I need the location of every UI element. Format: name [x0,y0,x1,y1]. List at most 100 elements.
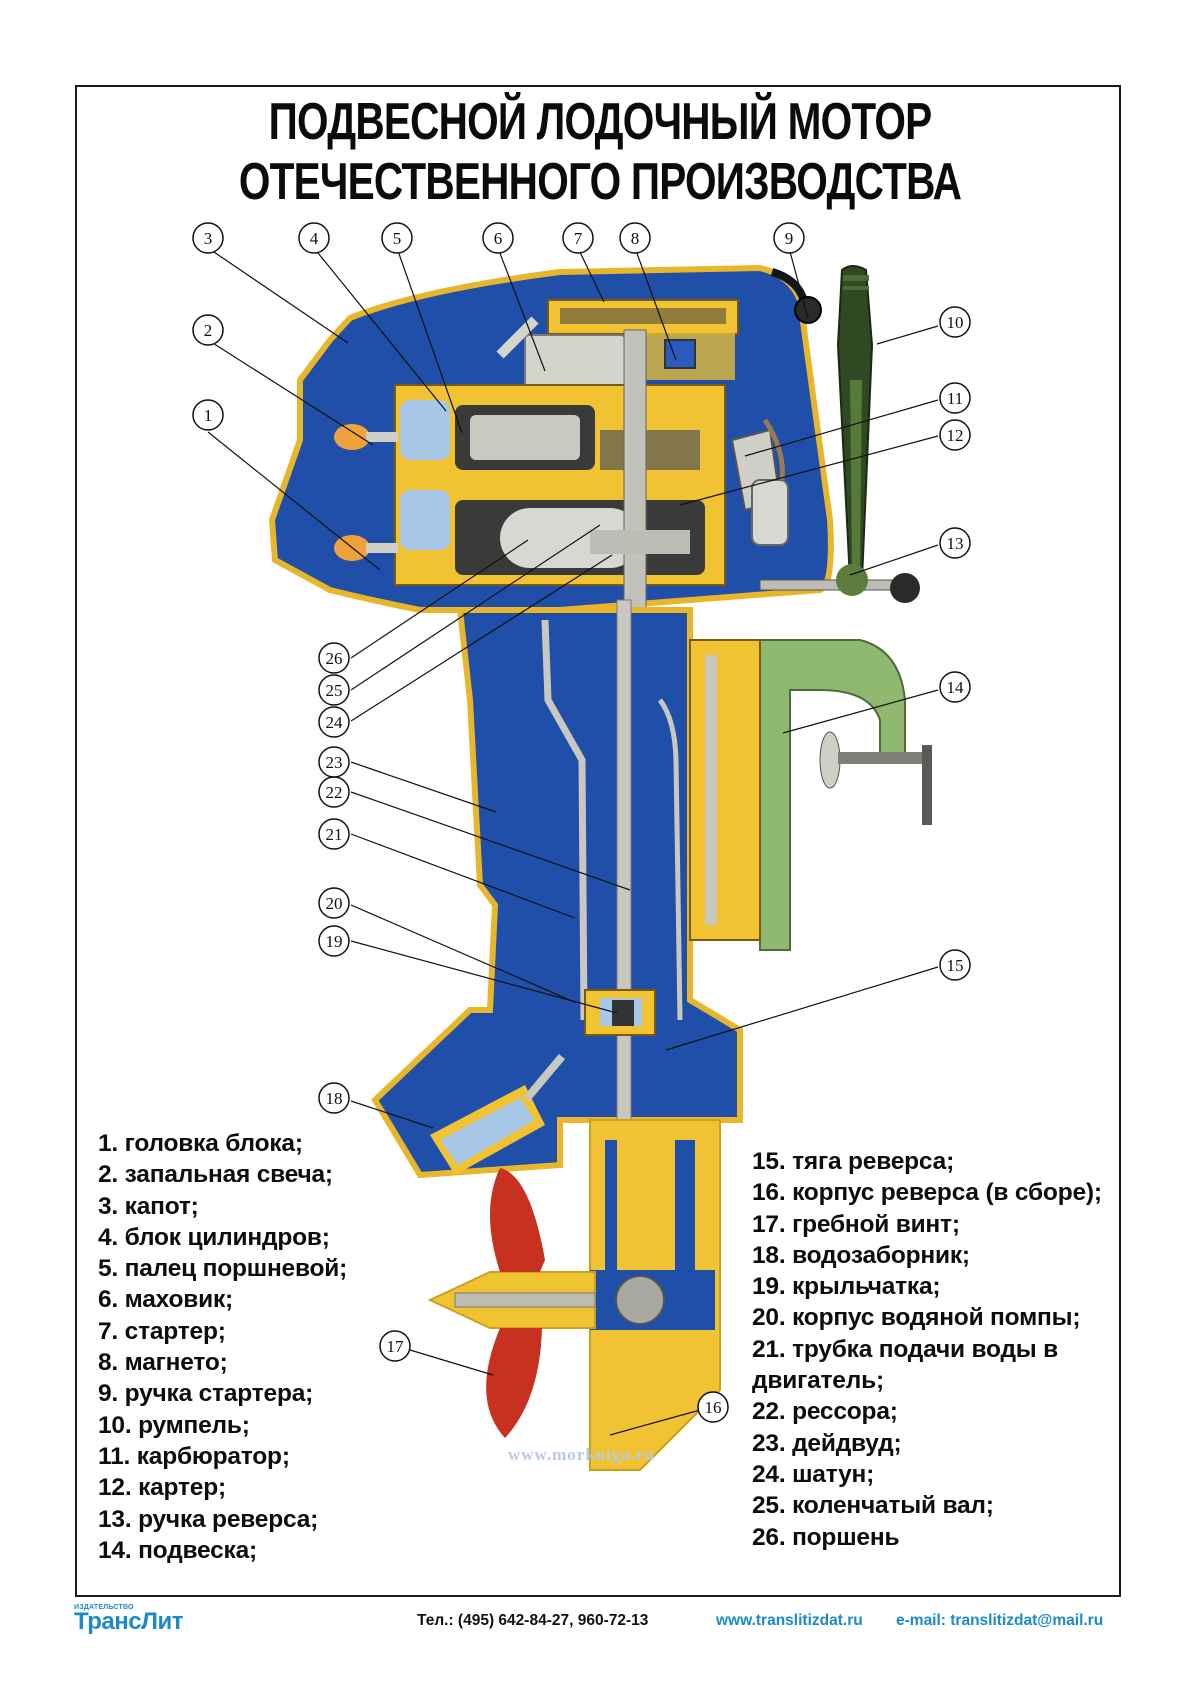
callout-circle [939,382,971,414]
callout-number: 26 [326,649,343,668]
callout-circle [192,399,224,431]
callout-circle [318,674,350,706]
legend-item: 3. капот; [98,1192,199,1220]
legend-item: 7. стартер; [98,1317,226,1345]
footer-website-link[interactable]: www.translitizdat.ru [716,1612,863,1629]
callout-circle [318,1082,350,1114]
callout-circle [939,949,971,981]
callout-number: 23 [326,753,343,772]
callout-marker-11: 11 [939,382,971,414]
callout-number: 2 [204,321,213,340]
legend-item: 16. корпус реверса (в сборе); [752,1179,1102,1207]
callout-circle [192,222,224,254]
callout-number: 8 [631,229,640,248]
callout-marker-23: 23 [318,746,350,778]
callout-marker-24: 24 [318,706,350,738]
callout-marker-4: 4 [298,222,330,254]
callout-marker-10: 10 [939,306,971,338]
callout-number: 6 [494,229,503,248]
callout-number: 17 [387,1337,405,1356]
callout-circle [318,887,350,919]
callout-number: 7 [574,229,583,248]
callout-circle [939,419,971,451]
callout-circle [619,222,651,254]
callout-circle [318,642,350,674]
driveshaft-housing [371,599,743,1179]
legend-item: 8. магнето; [98,1349,228,1377]
callout-marker-2: 2 [192,314,224,346]
callout-marker-1: 1 [192,399,224,431]
callout-circle [773,222,805,254]
callout-number: 24 [326,713,344,732]
callout-marker-20: 20 [318,887,350,919]
callout-marker-21: 21 [318,818,350,850]
legend-item: 2. запальная свеча; [98,1161,333,1189]
callout-marker-3: 3 [192,222,224,254]
callout-number: 12 [947,426,964,445]
callout-number: 18 [326,1089,343,1108]
publisher-label: ИЗДАТЕЛЬСТВО [74,1604,134,1611]
propeller [486,1168,545,1438]
callout-marker-14: 14 [939,671,971,703]
callout-marker-7: 7 [562,222,594,254]
callout-circle [298,222,330,254]
callout-circle [318,706,350,738]
legend-item: 6. маховик; [98,1286,233,1314]
callout-marker-19: 19 [318,925,350,957]
legend-item: 18. водозаборник; [752,1241,970,1269]
callout-leader-lines [207,247,939,1436]
legend-item: 26. поршень [752,1523,900,1551]
footer-email-link[interactable]: e-mail: translitizdat@mail.ru [896,1612,1104,1629]
gear-case [589,1119,721,1471]
legend-item: 14. подвеска; [98,1536,257,1564]
callout-number: 20 [326,894,343,913]
legend-item: 20. корпус водяной помпы; [752,1304,1081,1332]
callout-circle [379,1330,411,1362]
callout-number: 21 [326,825,343,844]
suspension-clamp [689,639,932,951]
legend-item: 5. палец поршневой; [98,1255,348,1283]
starter-flywheel-assembly [496,299,739,391]
poster-title-line2: ОТЕЧЕСТВЕННОГО ПРОИЗВОДСТВА [238,153,962,211]
propeller-shaft [454,1292,596,1308]
legend-item: 13. ручка реверса; [98,1505,319,1533]
callout-marker-5: 5 [381,222,413,254]
poster-title-line1: ПОДВЕСНОЙ ЛОДОЧНЫЙ МОТОР [268,93,933,151]
legend-right-column: 15. тяга реверса;16. корпус реверса (в с… [752,1146,1132,1553]
watermark: www.morkniga.ru [508,1445,656,1464]
callout-number: 16 [705,1398,722,1417]
callout-marker-15: 15 [939,949,971,981]
footer-phone: Тел.: (495) 642-84-27, 960-72-13 [417,1612,649,1629]
legend-item: 9. ручка стартера; [98,1380,314,1408]
callout-marker-18: 18 [318,1082,350,1114]
callout-marker-22: 22 [318,776,350,808]
tiller [836,265,874,581]
legend-left-column: 1. головка блока;2. запальная свеча;3. к… [98,1128,347,1566]
callout-number: 9 [785,229,794,248]
callout-marker-17: 17 [379,1330,411,1362]
starter-handle [794,296,822,324]
publisher-brand: ТрансЛит [74,1608,183,1635]
callout-number: 25 [326,681,343,700]
callout-number: 10 [947,313,964,332]
legend-item: 25. коленчатый вал; [752,1492,994,1520]
legend-item: 11. карбюратор; [98,1442,290,1470]
callout-number: 1 [204,406,213,425]
legend-item: 22. рессора; [752,1398,898,1426]
callout-marker-16: 16 [697,1391,729,1423]
callout-marker-9: 9 [773,222,805,254]
callout-number: 14 [947,678,965,697]
callout-circle [381,222,413,254]
callout-number: 15 [947,956,964,975]
callout-number: 5 [393,229,402,248]
callout-number: 4 [310,229,319,248]
callout-circle [939,306,971,338]
callout-circle [482,222,514,254]
callout-circle [939,671,971,703]
callout-marker-13: 13 [939,527,971,559]
callout-number: 19 [326,932,343,951]
carburetor [730,418,789,546]
callout-number: 22 [326,783,343,802]
